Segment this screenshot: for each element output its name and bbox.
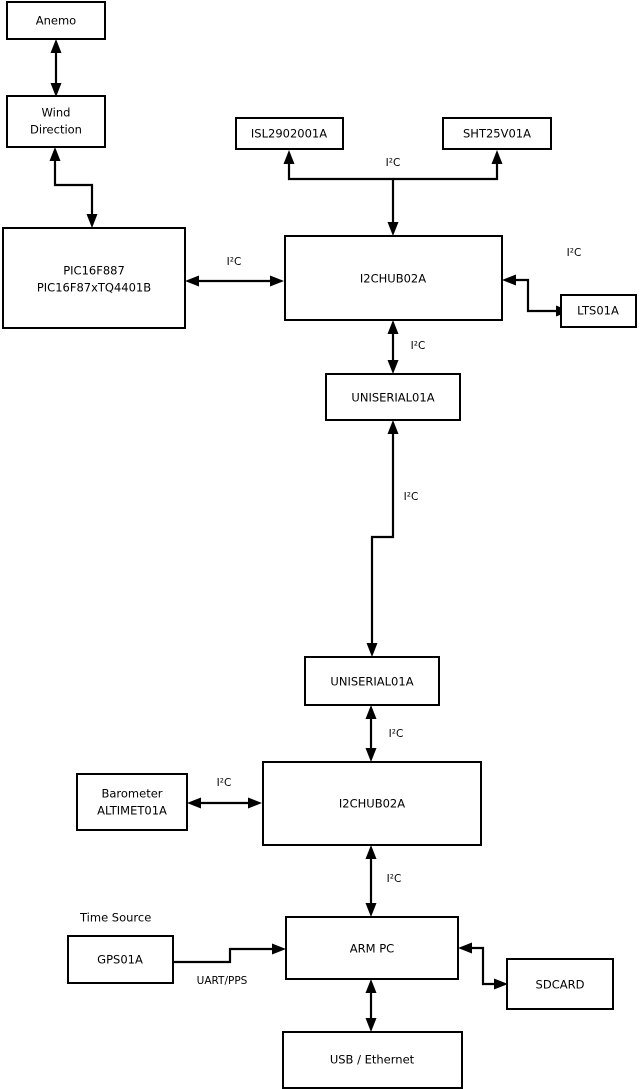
node-label-anemo: Anemo: [36, 14, 76, 28]
node-sdcard[interactable]: SDCARD: [506, 958, 614, 1010]
arrowhead-down: [365, 748, 377, 762]
node-isl2902001a[interactable]: ISL2902001A: [235, 117, 344, 150]
connector-uniserialbottom-hubbottom: I²C: [365, 705, 404, 762]
node-label-lts: LTS01A: [577, 304, 619, 318]
arrowhead-up: [387, 420, 399, 434]
connector-barometer-hubbottom: I²C: [187, 777, 262, 809]
node-label-gps: GPS01A: [97, 953, 143, 967]
node-gps01a[interactable]: GPS01A: [67, 935, 174, 984]
node-anemo[interactable]: Anemo: [6, 1, 106, 40]
connector-uniserial-uniserial: I²C: [366, 420, 419, 657]
arrowhead-right: [248, 797, 262, 809]
edge-label-gps-armpc: UART/PPS: [197, 975, 248, 987]
edge-label-uniserial-uniserial: I²C: [404, 491, 419, 503]
arrowhead-left-hub: [502, 274, 516, 286]
node-sht25v01a[interactable]: SHT25V01A: [442, 117, 552, 150]
edge-label-pic-hub: I²C: [227, 256, 242, 268]
node-label-sdcard: SDCARD: [536, 978, 585, 992]
connector-pic-hubtop: I²C: [185, 256, 284, 287]
node-i2chub02a-top[interactable]: I2CHUB02A: [284, 235, 503, 321]
arrowhead-up: [49, 147, 61, 161]
connector-anemo-wind: [50, 39, 62, 97]
arrowhead-down: [86, 214, 98, 228]
arrowhead-up: [365, 705, 377, 719]
edge-label-hub-lts: I²C: [567, 247, 582, 259]
node-uniserial01a-bottom[interactable]: UNISERIAL01A: [304, 656, 440, 706]
label-time-source: Time Source: [79, 911, 151, 925]
node-lts01a[interactable]: LTS01A: [560, 294, 637, 328]
node-wind-direction[interactable]: Wind Direction: [6, 95, 106, 148]
node-barometer[interactable]: Barometer ALTIMET01A: [76, 773, 188, 831]
node-label-hub-top: I2CHUB02A: [360, 272, 426, 286]
arrowhead-left-armpc: [458, 942, 472, 954]
arrowhead-down: [366, 643, 378, 657]
arrowhead-up: [365, 845, 377, 859]
arrowhead-right: [272, 943, 286, 955]
node-label-isl: ISL2902001A: [251, 127, 327, 141]
edge-label-hub-uniserial: I²C: [411, 340, 426, 352]
arrowhead-up-sht: [491, 150, 503, 164]
edge-label-hub-sensors: I²C: [386, 157, 401, 169]
node-label-pic-line2: PIC16F87xTQ4401B: [37, 281, 151, 295]
arrowhead-left: [185, 275, 199, 287]
node-label-uniserial-bottom: UNISERIAL01A: [330, 675, 413, 689]
node-label-sht: SHT25V01A: [463, 127, 531, 141]
connector-gps-armpc: UART/PPS: [173, 943, 286, 987]
connector-hubbottom-armpc: I²C: [365, 845, 402, 917]
node-label-pic-line1: PIC16F887: [63, 264, 125, 278]
connector-armpc-sdcard: [458, 942, 508, 990]
node-label-uniserial-top: UNISERIAL01A: [351, 391, 434, 405]
node-label-hub-bottom: I2CHUB02A: [339, 797, 405, 811]
arrowhead-up: [365, 979, 377, 993]
arrowhead-down: [365, 1018, 377, 1032]
arrowhead-down: [365, 903, 377, 917]
arrowhead-left: [187, 797, 201, 809]
edge-label-barometer-hub: I²C: [217, 777, 232, 789]
node-uniserial01a-top[interactable]: UNISERIAL01A: [325, 373, 461, 421]
node-label-barometer-line1: Barometer: [101, 787, 162, 801]
connector-wind-pic: [49, 147, 98, 228]
arrowhead-up: [387, 320, 399, 334]
arrowhead-up: [50, 39, 62, 53]
node-i2chub02a-bottom[interactable]: I2CHUB02A: [262, 761, 482, 846]
node-label-usb-ethernet: USB / Ethernet: [330, 1053, 415, 1067]
node-label-wind-direction-line1: Wind: [42, 106, 71, 120]
connector-hubtop-sensors: I²C: [283, 150, 503, 236]
node-label-arm-pc: ARM PC: [350, 942, 394, 956]
connector-hubtop-uniserialtop: I²C: [387, 320, 426, 374]
node-arm-pc[interactable]: ARM PC: [285, 916, 459, 980]
node-pic[interactable]: PIC16F887 PIC16F87xTQ4401B: [2, 227, 186, 329]
arrowhead-right-sdcard: [494, 978, 508, 990]
arrowhead-down: [50, 83, 62, 97]
node-label-wind-direction-line2: Direction: [30, 123, 82, 137]
arrowhead-down: [387, 360, 399, 374]
arrowhead-up-isl: [283, 150, 295, 164]
arrowhead-right: [270, 275, 284, 287]
node-usb-ethernet[interactable]: USB / Ethernet: [282, 1031, 463, 1089]
connector-armpc-usb: [365, 979, 377, 1032]
arrowhead-down-hub: [387, 222, 399, 236]
edge-label-uniserial-hub: I²C: [389, 728, 404, 740]
node-label-barometer-line2: ALTIMET01A: [97, 804, 167, 818]
edge-label-hub-armpc: I²C: [387, 873, 402, 885]
